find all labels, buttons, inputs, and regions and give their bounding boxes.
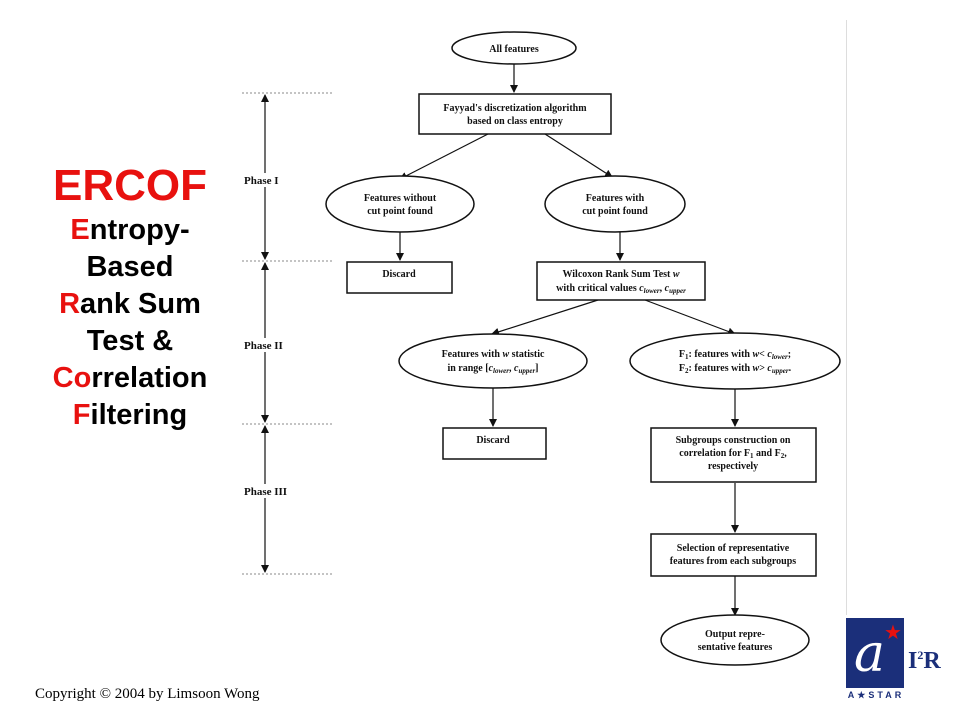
connector-fayyad-to-without xyxy=(399,133,489,180)
node-output xyxy=(660,614,810,666)
title-line-3: Rank Sum xyxy=(59,288,201,320)
node-w-range-line2: in range [clower, cupper] xyxy=(447,363,538,375)
node-output-line2: sentative features xyxy=(698,642,773,653)
node-wilcoxon-line2: with critical values clower, cupper xyxy=(556,283,686,295)
phase-1-label: Phase I xyxy=(244,175,279,187)
node-selection-line1: Selection of representative xyxy=(677,543,790,554)
title-line-4: Test & xyxy=(86,325,174,357)
title-line-5: Correlation xyxy=(52,362,208,394)
title-line-6: Filtering xyxy=(72,399,188,431)
node-without-line2: cut point found xyxy=(367,206,433,217)
copyright-text: Copyright © 2004 by Limsoon Wong xyxy=(35,686,260,702)
connector-wilcoxon-to-f1f2 xyxy=(644,299,736,336)
node-output-line1: Output repre- xyxy=(705,629,765,640)
node-with-cut xyxy=(544,175,686,233)
title-ercof: ERCOF xyxy=(53,161,207,210)
node-subgroups-line2: correlation for F1 and F2, xyxy=(679,448,787,460)
node-all-features-label: All features xyxy=(489,44,539,55)
phase-separators xyxy=(242,92,333,575)
node-subgroups-line3: respectively xyxy=(708,461,758,472)
connector-wilcoxon-to-wrange xyxy=(491,299,599,336)
node-discard-2-label: Discard xyxy=(476,435,510,446)
node-without-cut xyxy=(325,175,475,233)
title-block: ERCOF Entropy- Based Rank Sum Test & Cor… xyxy=(30,160,230,434)
node-f1f2 xyxy=(629,332,841,390)
connectors xyxy=(396,64,739,616)
astar-i2r-logo: a ★ A★STAR I2R xyxy=(846,618,941,708)
logo-i2r-text: I2R xyxy=(908,648,941,674)
node-w-range xyxy=(398,333,588,389)
node-f1f2-line1: F1: features with w< clower; xyxy=(679,349,791,361)
node-selection-line2: features from each subgroups xyxy=(670,556,797,567)
title-line-2: Based xyxy=(86,251,174,283)
node-w-range-line1: Features with w statistic xyxy=(442,349,545,360)
node-discard-1-label: Discard xyxy=(382,269,416,280)
node-discard-1 xyxy=(346,261,453,294)
node-discard-2 xyxy=(442,427,547,460)
connector-fayyad-to-with xyxy=(544,133,613,178)
node-wilcoxon xyxy=(536,261,706,301)
node-fayyad-line2: based on class entropy xyxy=(467,116,563,127)
logo-astar-text: A★STAR xyxy=(847,690,905,700)
right-divider xyxy=(846,20,847,615)
node-fayyad-line1: Fayyad's discretization algorithm xyxy=(443,103,587,114)
phase-2-label: Phase II xyxy=(244,340,283,352)
node-with-line1: Features with xyxy=(586,193,645,204)
logo-block: a ★ xyxy=(846,618,904,688)
node-fayyad xyxy=(418,93,612,135)
title-line-1: Entropy- xyxy=(70,214,190,246)
node-f1f2-line2: F2: features with w> cupper. xyxy=(679,363,792,375)
star-icon: ★ xyxy=(884,622,902,644)
node-all-features xyxy=(451,31,577,65)
node-without-line1: Features without xyxy=(364,193,437,204)
logo-a-glyph: a xyxy=(854,624,886,684)
node-with-line2: cut point found xyxy=(582,206,648,217)
node-subgroups xyxy=(650,427,817,483)
node-wilcoxon-line1: Wilcoxon Rank Sum Test w xyxy=(562,269,679,280)
node-selection xyxy=(650,533,817,577)
phase-3-label: Phase III xyxy=(244,486,287,498)
node-subgroups-line1: Subgroups construction on xyxy=(676,435,791,446)
